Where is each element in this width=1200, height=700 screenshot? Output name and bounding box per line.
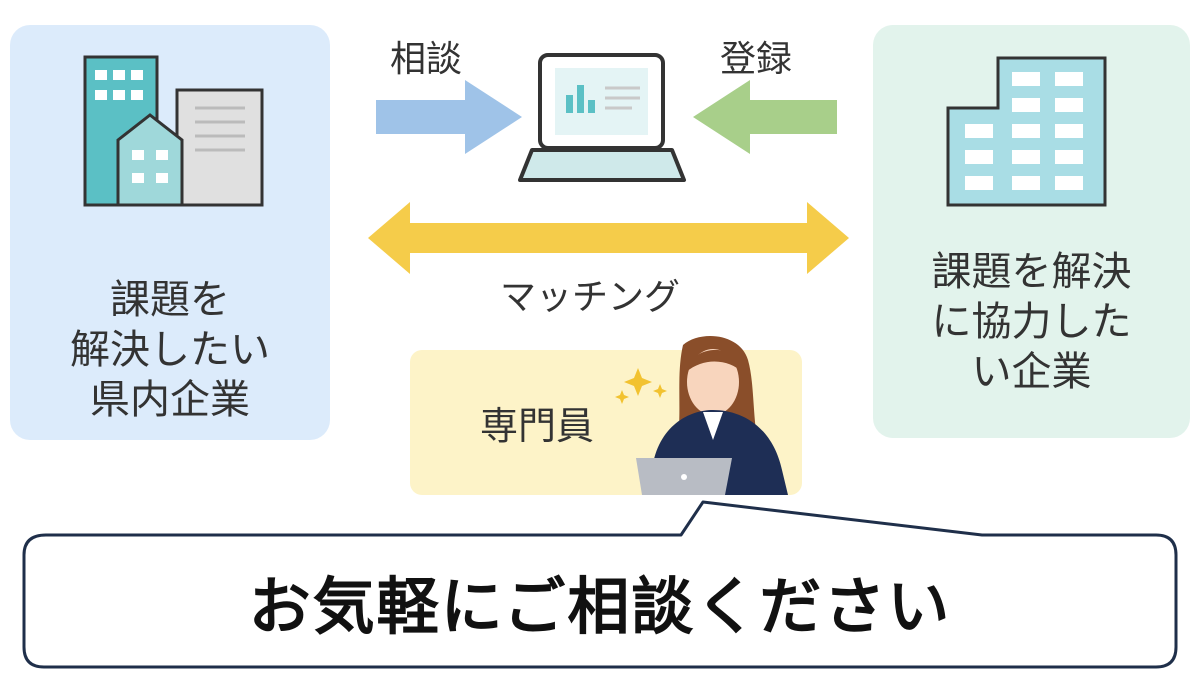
specialist-person-icon [636, 336, 788, 495]
callout-text: お気軽にご相談ください [248, 570, 952, 643]
consult-label: 相談 [390, 39, 463, 80]
partner-companies-line-2: に協力した [931, 299, 1132, 345]
partner-companies-line-1: 課題を解決 [931, 249, 1132, 295]
local-companies-line-3: 県内企業 [90, 377, 250, 423]
partner-companies-line-3: い企業 [971, 349, 1092, 395]
sparkle-icon [615, 368, 667, 404]
local-companies-line-2: 解決したい [70, 327, 270, 373]
buildings-icon [83, 55, 264, 207]
partner-companies-text: 課題を解決 に協力した い企業 [873, 247, 1190, 397]
matching-label: マッチング [500, 277, 681, 318]
laptop-chart-icon [518, 53, 686, 182]
local-companies-line-1: 課題を [110, 277, 230, 323]
callout-bubble [22, 500, 1178, 669]
local-companies-text: 課題を 解決したい 県内企業 [10, 275, 330, 425]
specialist-label: 専門員 [480, 404, 595, 448]
matching-arrow-icon [368, 202, 849, 274]
register-label: 登録 [720, 39, 793, 80]
office-building-icon [946, 56, 1107, 207]
register-arrow-icon [693, 80, 837, 154]
local-companies-panel: 課題を 解決したい 県内企業 [10, 25, 330, 440]
consult-arrow-icon [376, 80, 522, 154]
